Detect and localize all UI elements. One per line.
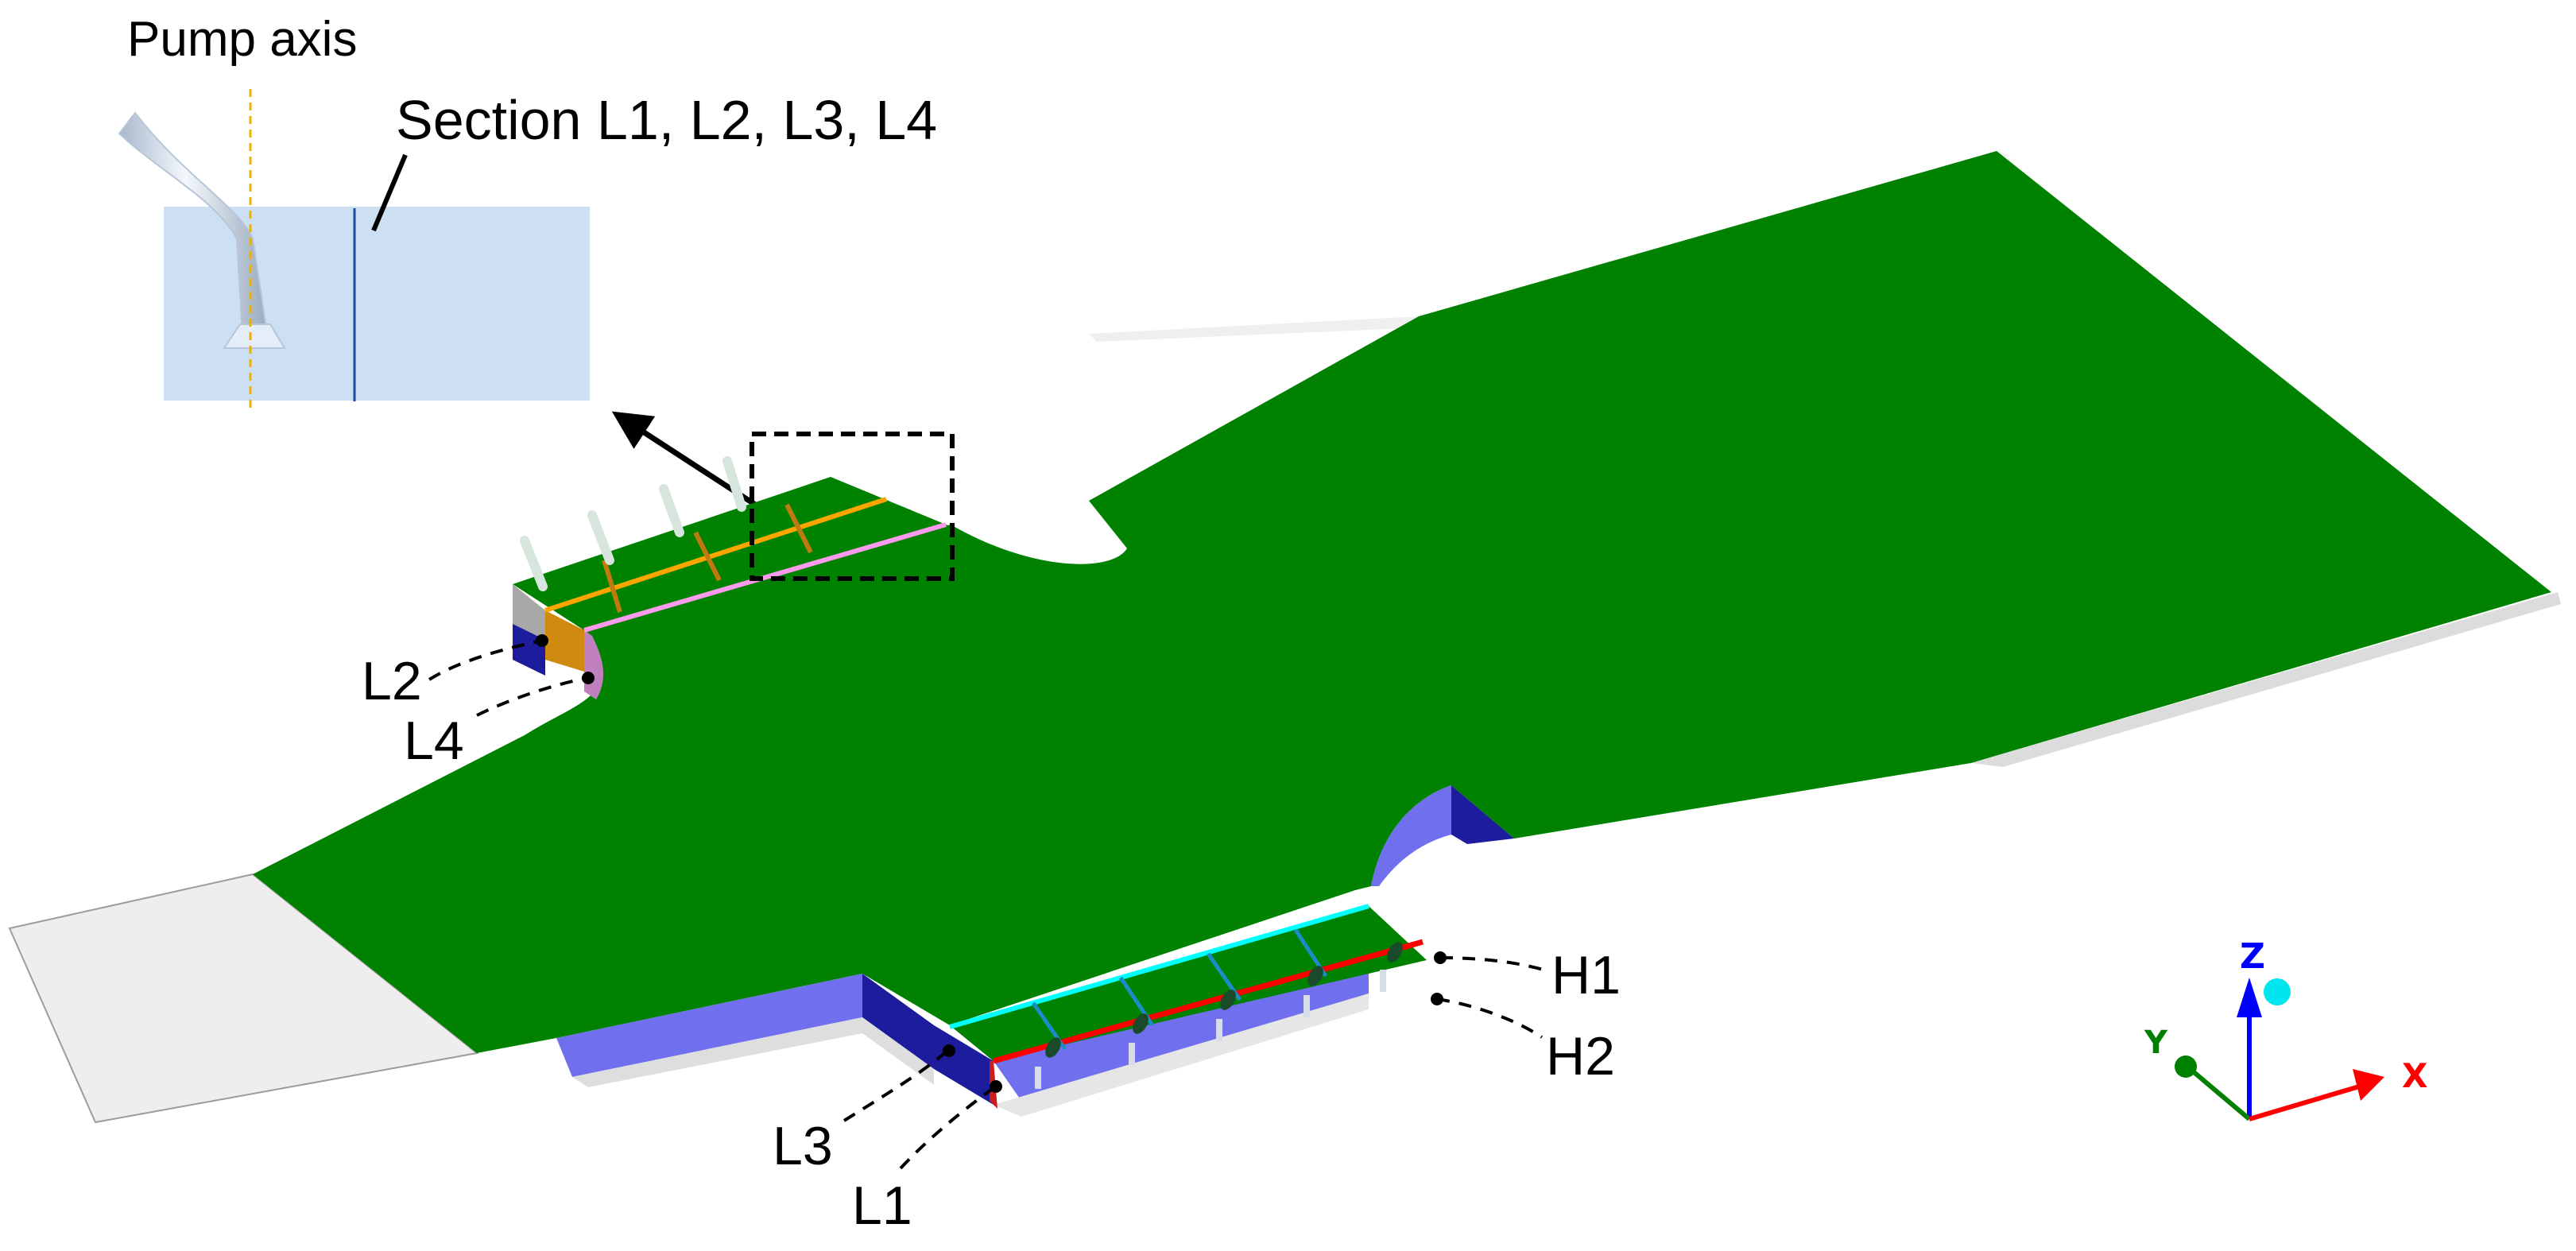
sump-floor: [253, 151, 2551, 1053]
bay-divider: [693, 531, 722, 582]
L4-marker: [582, 672, 595, 684]
left-wall-shadow: [572, 1017, 934, 1087]
upper-bay-orange-face: [545, 610, 584, 672]
pump-pipe-2: [587, 510, 614, 565]
view-sphere-icon: [2264, 978, 2291, 1005]
pump-pipe-4: [722, 456, 746, 512]
H1-marker: [1434, 951, 1447, 964]
x-arrowhead-icon: [2353, 1069, 2384, 1101]
inset-water-block: [164, 207, 590, 401]
y-arrowhead-icon: [2175, 1055, 2197, 1078]
basin-right-edge: [1971, 592, 2561, 767]
section-L4-line: [583, 522, 947, 633]
L2-label: L2: [362, 651, 422, 711]
pump-bell-1: [1035, 1067, 1041, 1089]
sump-model: [8, 151, 2561, 1124]
lower-pump-bay-row: [934, 904, 1427, 1117]
pump-pipe-3: [659, 484, 684, 537]
H1-leader: [1439, 956, 1549, 973]
pump-head-1: [1045, 1037, 1061, 1058]
section-leader-line: [371, 153, 408, 232]
pump-pipe-1: [520, 536, 548, 591]
inset-section-view: Pump axis Section L1, L2, L3, L4: [118, 12, 937, 409]
x-axis-icon: [2249, 1083, 2365, 1121]
y-axis-label: Y: [2144, 1024, 2168, 1061]
y-axis-icon: [2186, 1064, 2251, 1121]
z-axis-label: Z: [2240, 936, 2265, 977]
L1-marker: [990, 1080, 1002, 1093]
section-label: Section L1, L2, L3, L4: [396, 89, 937, 151]
pump-head-4: [1307, 966, 1323, 986]
section-labels: L2 L4 L3 L1 H1 H2: [362, 634, 1621, 1236]
H2-marker: [1431, 993, 1443, 1005]
pump-bell-mouth: [223, 323, 286, 349]
L3-leader: [843, 1049, 949, 1122]
pump-bell-5: [1380, 970, 1386, 992]
left-blue-wall: [556, 974, 862, 1077]
H2-leader: [1436, 997, 1544, 1039]
bay-divider: [784, 503, 813, 554]
axis-triad: Z Y X: [2144, 936, 2427, 1121]
left-blue-wall-dark: [862, 974, 934, 1069]
z-arrowhead-icon: [2237, 978, 2262, 1017]
pump-head-5: [1387, 942, 1403, 962]
L3-label: L3: [773, 1116, 833, 1176]
bay-divider: [602, 560, 622, 613]
right-curved-wall: [1371, 785, 1451, 886]
pump-head-3: [1220, 990, 1236, 1010]
L4-label: L4: [404, 711, 464, 771]
L1-leader: [899, 1085, 997, 1170]
pump-bell-2: [1129, 1043, 1135, 1065]
pump-bell-3: [1216, 1019, 1222, 1041]
pump-axis-label: Pump axis: [127, 12, 357, 67]
L2-marker: [536, 634, 548, 647]
x-axis-label: X: [2402, 1056, 2427, 1095]
upper-bay-grey-end: [513, 584, 545, 640]
H2-label: H2: [1546, 1026, 1615, 1086]
pump-bell-4: [1303, 995, 1310, 1017]
detail-box: [750, 432, 955, 581]
upper-pump-bay-row: [513, 456, 950, 699]
section-L1-line: [993, 939, 1424, 1064]
section-L2-line: [544, 497, 887, 613]
section-L3-line: [949, 904, 1369, 1029]
right-curved-wall-dark: [1451, 785, 1514, 844]
pump-head-2: [1133, 1013, 1149, 1034]
lower-bay-grey-bottom: [994, 993, 1369, 1117]
L3-marker: [943, 1044, 955, 1057]
L1-label: L1: [852, 1175, 912, 1236]
H1-label: H1: [1551, 945, 1621, 1005]
